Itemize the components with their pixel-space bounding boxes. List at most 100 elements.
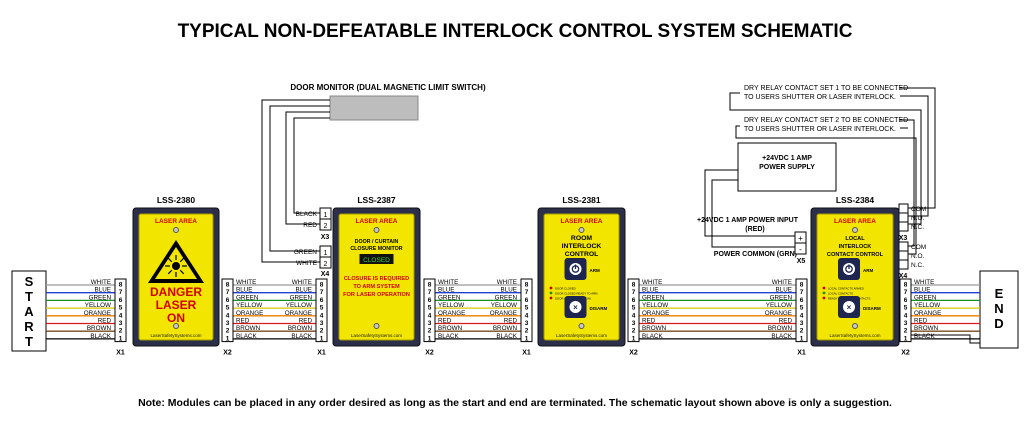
x4b-nc: N.C. (911, 262, 924, 269)
x4-label: X4 (321, 271, 330, 278)
wire-label: WHITE (236, 279, 256, 286)
door-monitor-switch (329, 95, 419, 121)
terminal-block (221, 278, 234, 343)
status-led (549, 291, 553, 295)
terminal-block (627, 278, 640, 343)
module-id: LSS-2384 (836, 195, 875, 205)
terminal-pin: 1 (904, 335, 908, 342)
terminal-pin: 2 (800, 328, 804, 335)
start-letter: T (25, 289, 33, 304)
terminal-pin: 3 (800, 320, 804, 327)
wire-label: RED (504, 318, 518, 325)
wire-label: BROWN (288, 325, 313, 332)
screw-icon (578, 323, 585, 329)
screw-icon (373, 227, 380, 233)
terminal-pin: 2 (904, 328, 908, 335)
terminal-pin: 8 (320, 282, 324, 289)
terminal-pin: 1 (800, 335, 804, 342)
wire-label: YELLOW (286, 302, 312, 309)
terminal-block (520, 278, 533, 343)
wire-label: WHITE (772, 279, 792, 286)
wire-label: ORANGE (765, 310, 792, 317)
x-icon: × (847, 303, 852, 312)
terminal-pin: 5 (525, 305, 529, 312)
terminal-pin: 8 (904, 282, 908, 289)
terminal-pin: 5 (428, 305, 432, 312)
terminal-pin: 8 (119, 282, 123, 289)
terminal-label: X1 (116, 350, 125, 357)
module-text: CLOSURE MONITOR (350, 246, 402, 252)
terminal-pin: 3 (226, 320, 230, 327)
wire-label: GREEN (770, 294, 793, 301)
module-text: LOCAL (845, 236, 865, 242)
terminal-pin: 1 (226, 335, 230, 342)
module-footer: LaserSafetySystems.com (150, 333, 201, 338)
screw-icon (852, 323, 858, 329)
x-icon: × (573, 303, 578, 312)
terminal-pin: 4 (320, 312, 324, 319)
wire-label: BROWN (642, 325, 667, 332)
terminal-pin: 6 (632, 297, 636, 304)
x4-terminal-2 (319, 256, 332, 269)
terminal-pin: 7 (800, 289, 804, 296)
wire-label: ORANGE (84, 310, 111, 317)
wire-label: BROWN (768, 325, 793, 332)
wire-label: GREEN (438, 294, 461, 301)
terminal-pin: 1 (119, 335, 123, 342)
module-text: INTERLOCK (562, 243, 602, 250)
end-letter: D (994, 316, 1003, 331)
wire-label: BLACK (90, 333, 111, 340)
screw-icon (173, 227, 179, 233)
x3-wire-red: RED (303, 222, 317, 229)
module-header: LASER AREA (834, 218, 876, 225)
wire-label: GREEN (495, 294, 518, 301)
terminal-pin: 6 (320, 297, 324, 304)
module-faceplate (338, 213, 415, 341)
terminal-pin: 2 (226, 328, 230, 335)
x3-label: X3 (321, 234, 330, 241)
x4-pin-2: 2 (324, 261, 328, 268)
wire-label: WHITE (91, 279, 111, 286)
terminal-pin: 8 (226, 282, 230, 289)
terminal-pin: 8 (800, 282, 804, 289)
wire-label: YELLOW (642, 302, 668, 309)
wire-label: WHITE (914, 279, 934, 286)
wire-label: BLACK (236, 333, 257, 340)
wire-label: GREEN (290, 294, 313, 301)
x5-label: X5 (797, 258, 806, 265)
wire-label: RED (642, 318, 656, 325)
terminal-pin: 2 (632, 328, 636, 335)
terminal-pin: 2 (119, 328, 123, 335)
laser-ray-icon (167, 257, 173, 263)
x3-pin-2: 2 (324, 223, 328, 230)
power-supply-label-1: +24VDC 1 AMP (762, 155, 812, 162)
x5-plus: + (798, 234, 803, 243)
status-display (359, 254, 394, 264)
power-supply-box (737, 142, 837, 192)
module-id: LSS-2387 (357, 195, 396, 205)
module-text: CLOSURE IS REQUIRED (344, 276, 409, 282)
x5-minus: - (799, 245, 802, 254)
terminal-block (899, 278, 912, 343)
terminal-pin: 8 (632, 282, 636, 289)
terminal-pin: 3 (632, 320, 636, 327)
wire-label: ORANGE (236, 310, 263, 317)
wire-label: BLUE (501, 287, 517, 294)
relay-note-1-line-2: TO USERS SHUTTER OR LASER INTERLOCK. (744, 94, 896, 101)
wire-label: YELLOW (766, 302, 792, 309)
terminal-block (114, 278, 127, 343)
terminal-pin: 6 (525, 297, 529, 304)
wire-label: YELLOW (85, 302, 111, 309)
wire-label: BLUE (95, 287, 111, 294)
power-supply-label-2: POWER SUPPLY (759, 164, 815, 171)
terminal-pin: 2 (525, 328, 529, 335)
wire-label: BLACK (438, 333, 459, 340)
status-led (549, 286, 553, 290)
wire-label: RED (438, 318, 452, 325)
wire-label: WHITE (497, 279, 517, 286)
end-loop-wire (905, 334, 981, 344)
module-header: LASER AREA (355, 218, 397, 225)
module-text: DANGER (150, 285, 202, 299)
